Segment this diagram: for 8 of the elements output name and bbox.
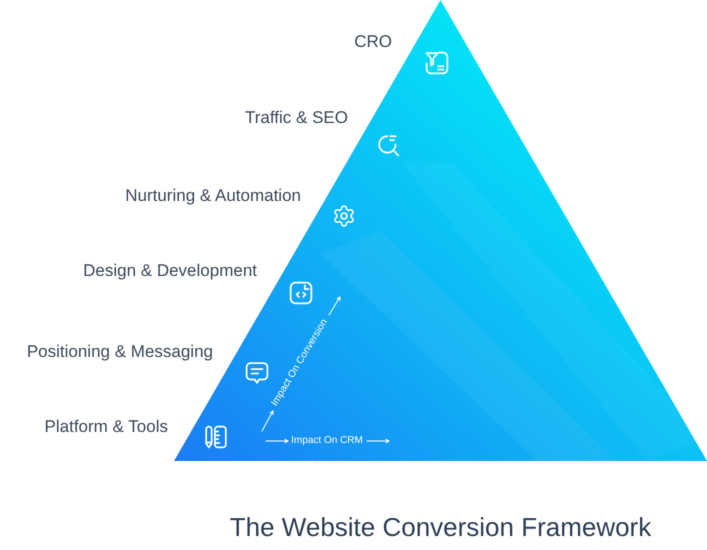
- impact-label: Impact On CRM: [291, 435, 363, 447]
- level-label: Nurturing & Automation: [125, 185, 301, 207]
- diagram-title: The Website Conversion Framework: [228, 511, 652, 543]
- level-label: Traffic & SEO: [245, 107, 348, 129]
- level-label: CRO: [354, 31, 392, 53]
- level-label: Design & Development: [83, 260, 257, 282]
- level-label: Positioning & Messaging: [26, 341, 213, 363]
- level-label: Platform & Tools: [44, 416, 168, 438]
